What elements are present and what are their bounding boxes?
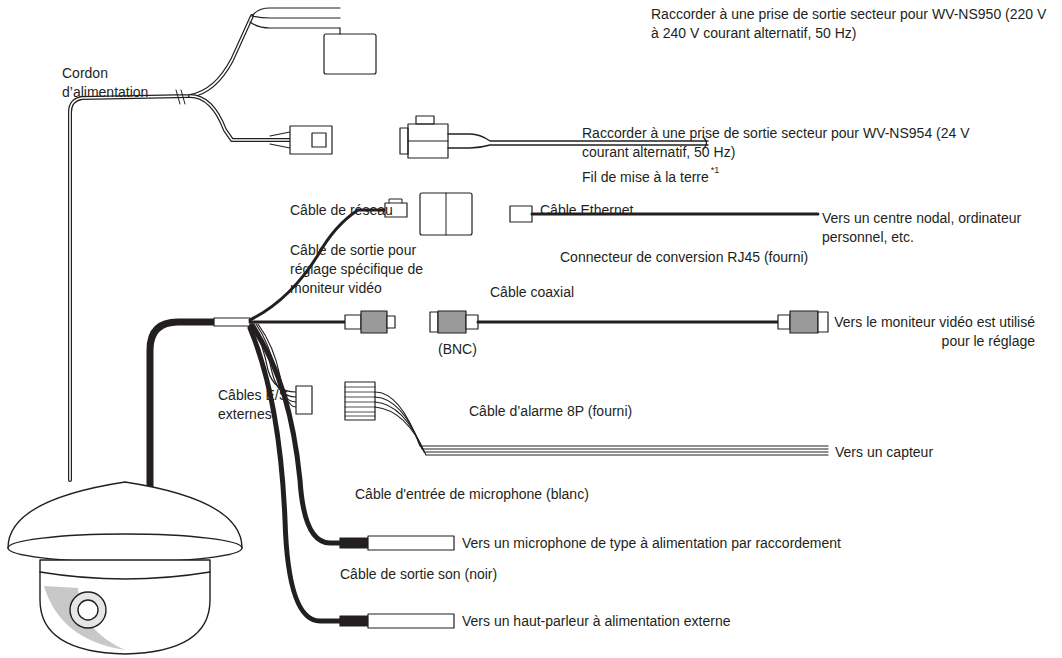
cable-label: Vers un capteur [835, 443, 933, 462]
cable-hub [214, 318, 250, 326]
cable-label: Vers un centre nodal, ordinateur personn… [822, 209, 1022, 247]
cable-label: Câble d’alarme 8P (fourni) [469, 402, 632, 421]
rj45-converter [420, 193, 472, 235]
cable-label: Connecteur de conversion RJ45 (fourni) [560, 248, 808, 267]
mic-cable [252, 326, 340, 543]
cable-label: Câble Ethernet [540, 201, 633, 220]
cable-label: Raccorder à une prise de sortie secteur … [651, 5, 1056, 43]
cable-label: Câble coaxial [490, 283, 574, 302]
io-cables [252, 324, 828, 455]
bnc-connector [345, 311, 828, 333]
cable-label: Vers un haut-parleur à alimentation exte… [462, 612, 731, 631]
sound-cable [250, 328, 340, 621]
dome-camera [8, 482, 242, 654]
cable-label: Câble de réseau [290, 201, 393, 220]
ns950-wires [250, 8, 376, 74]
cable-label: Câble de sortie son (noir) [340, 565, 497, 584]
cable-label: (BNC) [438, 340, 477, 359]
cable-label: Vers un microphone de type à alimentatio… [462, 534, 841, 553]
footnote-mark: *1 [711, 165, 720, 175]
cable-label: Raccorder à une prise de sortie secteur … [582, 124, 1002, 162]
cable-label: Câble d'entrée de microphone (blanc) [355, 485, 589, 504]
cable-label: Fil de mise à la terre [582, 168, 709, 187]
cable-label: Câble de sortie pour réglage spécifique … [290, 241, 450, 298]
main-cable [150, 322, 218, 500]
cable-label: Cordon d’alimentation [62, 64, 162, 102]
cable-label: Vers le moniteur vidéo est utilisé pour … [820, 313, 1035, 351]
cable-label: Câbles E/S externes [218, 386, 303, 424]
